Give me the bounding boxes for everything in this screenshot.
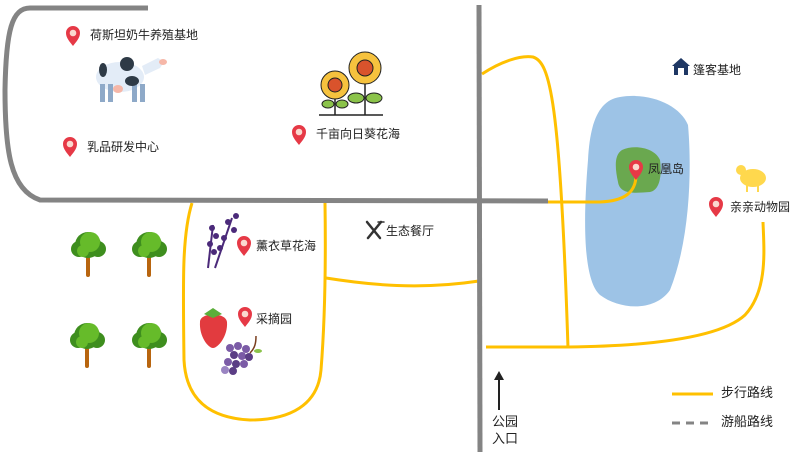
label-sunflower[interactable]: 千亩向日葵花海 xyxy=(316,127,401,141)
strawberry-icon xyxy=(199,308,228,348)
pin-icon xyxy=(237,236,251,256)
sunflower-icon xyxy=(319,51,383,116)
walking-paths xyxy=(181,55,766,422)
pin-icon xyxy=(66,26,80,46)
pin-icon xyxy=(238,307,252,327)
legend-walk-label: 步行路线 xyxy=(721,386,774,401)
pin-icon xyxy=(292,125,306,145)
grapes-icon xyxy=(221,335,262,375)
trees xyxy=(70,232,167,368)
label-dairy-rd[interactable]: 乳品研发中心 xyxy=(87,140,160,154)
roads xyxy=(2,4,549,453)
lavender-icon xyxy=(207,213,239,269)
sheep-icon xyxy=(736,165,766,192)
label-dairy-farm[interactable]: 荷斯坦奶牛养殖基地 xyxy=(90,28,199,42)
restaurant-icon xyxy=(365,220,385,240)
legend-boat-label: 游船路线 xyxy=(721,415,774,430)
lake xyxy=(585,95,690,307)
label-camp[interactable]: 篷客基地 xyxy=(693,63,742,77)
pin-icon xyxy=(709,197,723,217)
label-zoo[interactable]: 亲亲动物园 xyxy=(730,200,791,214)
entrance-label-1: 公园 xyxy=(492,415,519,430)
label-lavender[interactable]: 薰衣草花海 xyxy=(256,239,317,253)
house-icon xyxy=(672,58,690,75)
label-restaurant[interactable]: 生态餐厅 xyxy=(386,224,435,238)
label-island[interactable]: 凤凰岛 xyxy=(648,162,685,176)
entrance-arrow-icon xyxy=(494,371,504,410)
entrance-label-2: 入口 xyxy=(492,432,519,447)
label-picking[interactable]: 采摘园 xyxy=(256,312,293,326)
pin-icon xyxy=(63,137,77,157)
cow-icon xyxy=(96,57,167,102)
